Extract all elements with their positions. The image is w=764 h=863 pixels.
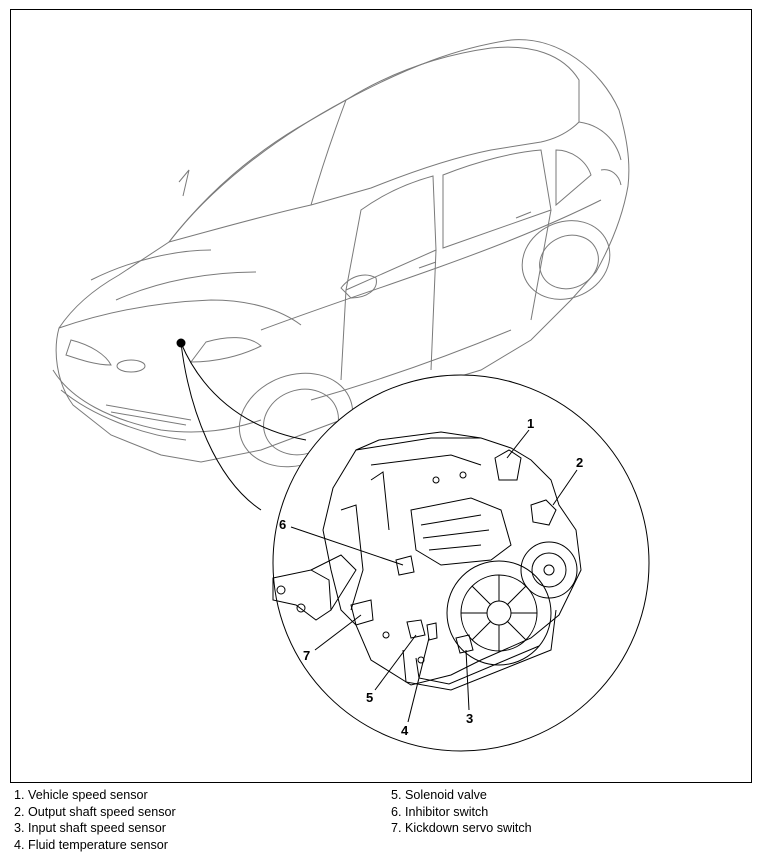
- bracket-bolt-2: [296, 603, 306, 613]
- inhibitor-switch-body: [395, 555, 415, 576]
- location-pointer: [176, 338, 307, 511]
- callout-7: 7: [303, 648, 310, 663]
- legend-item-2: 2. Output shaft speed sensor: [14, 804, 176, 819]
- legend-item-7: 7. Kickdown servo switch: [391, 821, 532, 835]
- car-headlight-left: [65, 339, 112, 366]
- case-bolt-b: [459, 471, 467, 479]
- valve-body-lines: [420, 514, 490, 551]
- car-quarter-window: [555, 149, 592, 207]
- transaxle-oil-pan: [402, 609, 557, 691]
- car-headlight-right: [189, 337, 262, 363]
- car-bumper: [52, 369, 262, 441]
- speed-sensor-block: [455, 634, 474, 654]
- car-grille-logo: [116, 359, 146, 373]
- differential-housing-outer: [446, 560, 552, 666]
- legend-item-4: 4. Fluid temperature sensor: [14, 837, 168, 852]
- car-antenna: [178, 169, 190, 197]
- lower-sensor-block: [406, 619, 426, 639]
- output-housing-outer: [520, 541, 578, 599]
- output-housing-inner: [531, 552, 567, 588]
- lower-sensor-pin: [426, 622, 438, 641]
- car-door-line-rear: [530, 209, 552, 321]
- leader-5: [374, 634, 417, 691]
- car-hood-crease: [90, 249, 257, 301]
- leader-1: [506, 429, 530, 459]
- leader-7: [314, 614, 362, 651]
- car-rocker: [310, 329, 512, 401]
- car-door-handle-rear: [515, 211, 532, 219]
- car-door-handle-front: [418, 261, 437, 269]
- output-hub: [543, 564, 555, 576]
- figure-frame: 1 2 3 4 5 6 7: [10, 9, 752, 783]
- legend-item-3: 3. Input shaft speed sensor: [14, 821, 166, 835]
- car-door-line-mid: [430, 249, 437, 371]
- car-roof-top: [345, 46, 580, 122]
- leader-4: [407, 637, 430, 723]
- car-side-crease: [260, 199, 602, 331]
- right-fitting: [530, 499, 557, 526]
- callout-1: 1: [527, 416, 534, 431]
- leader-lines: [290, 429, 578, 723]
- car-windshield: [168, 99, 347, 243]
- leader-2: [552, 469, 578, 506]
- car-hood-edge: [58, 299, 302, 329]
- car-rear-window: [442, 149, 552, 249]
- legend-left-column: 1. Vehicle speed sensor 2. Output shaft …: [14, 787, 176, 853]
- callout-numbers: 1 2 3 4 5 6 7: [279, 416, 583, 738]
- legend-right-column: 5. Solenoid valve 6. Inhibitor switch 7.…: [391, 787, 532, 837]
- car-mirror: [340, 274, 377, 299]
- transaxle-assembly: [272, 431, 582, 691]
- car-front-window: [345, 175, 437, 291]
- differential-spokes: [461, 575, 537, 651]
- pointer-line-lower: [180, 342, 262, 511]
- mount-bracket: [272, 569, 332, 621]
- bracket-arm: [310, 554, 357, 611]
- transaxle-case: [322, 437, 582, 686]
- transaxle-top-plate: [355, 431, 482, 466]
- leader-6: [290, 526, 404, 566]
- car-door-line-front: [340, 289, 347, 381]
- car-rear-wheel: [539, 234, 599, 290]
- callout-3: 3: [466, 711, 473, 726]
- valve-body: [410, 497, 512, 566]
- bracket-bolt-1: [276, 585, 286, 595]
- callout-4: 4: [401, 723, 409, 738]
- case-bolt-c: [382, 631, 390, 639]
- kickdown-servo: [350, 599, 374, 626]
- callout-5: 5: [366, 690, 373, 705]
- leader-3: [465, 649, 470, 711]
- pointer-line-upper: [180, 342, 307, 441]
- car-bumper-grille: [105, 404, 192, 426]
- side-pipe: [340, 471, 390, 611]
- car-roofline: [168, 121, 580, 243]
- upper-fitting: [494, 449, 522, 481]
- transaxle-location-diagram: 1 2 3 4 5 6 7: [52, 39, 650, 752]
- legend-item-5: 5. Solenoid valve: [391, 788, 487, 802]
- car-rear-wheel-arch: [521, 220, 611, 300]
- case-bolt-a: [432, 476, 440, 484]
- legend-item-6: 6. Inhibitor switch: [391, 804, 489, 819]
- callout-6: 6: [279, 517, 286, 532]
- callout-2: 2: [576, 455, 583, 470]
- legend-item-1: 1. Vehicle speed sensor: [14, 788, 148, 802]
- car-trunk-edge: [578, 121, 622, 186]
